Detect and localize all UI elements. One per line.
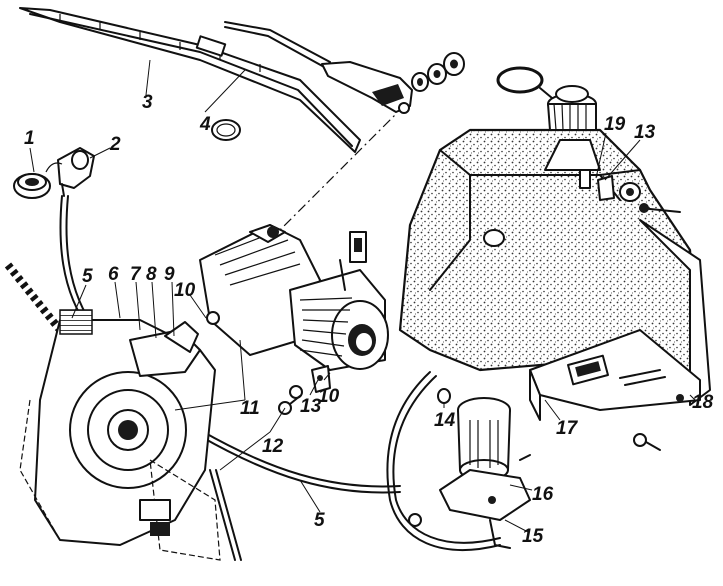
grommet-part-1 — [13, 173, 51, 199]
callout-8: 8 — [146, 264, 157, 285]
callout-6: 6 — [108, 264, 119, 285]
callout-16: 16 — [532, 484, 554, 505]
wiper-arm — [224, 21, 413, 114]
callout-11: 11 — [240, 398, 260, 419]
callout-10-right: 10 — [318, 386, 340, 407]
gearbox-assembly — [4, 262, 242, 561]
callout-14: 14 — [434, 410, 456, 431]
callout-labels: 1 2 3 4 5 5 6 7 8 9 10 10 11 12 13 13 14… — [24, 92, 714, 547]
callout-15: 15 — [522, 526, 544, 547]
callout-13-tank: 13 — [634, 122, 656, 143]
leader-lines — [29, 59, 696, 533]
arm-washers — [411, 52, 465, 92]
callout-4: 4 — [199, 114, 211, 135]
callout-12: 12 — [262, 436, 284, 457]
wiper-motor — [199, 119, 389, 415]
washer-nozzle-part-2 — [45, 147, 95, 197]
callout-17: 17 — [556, 418, 579, 439]
wiper-blade — [19, 7, 361, 153]
callout-19: 19 — [604, 114, 626, 135]
callout-5-lower: 5 — [314, 510, 325, 531]
callout-3: 3 — [142, 92, 153, 113]
callout-5-upper: 5 — [82, 266, 93, 287]
callout-2: 2 — [109, 134, 121, 155]
hose-lower-edge — [199, 435, 401, 494]
washer-pump — [408, 388, 531, 549]
hose-tank — [386, 371, 501, 551]
hose-tank-edge — [392, 375, 501, 544]
callout-7: 7 — [130, 264, 142, 285]
callout-13-motor: 13 — [300, 396, 322, 417]
callout-10-left: 10 — [174, 280, 196, 301]
callout-9: 9 — [164, 264, 175, 285]
hose-lower — [199, 429, 401, 488]
callout-18: 18 — [692, 392, 714, 413]
tank-bracket — [529, 329, 701, 451]
axis-line — [269, 114, 396, 241]
callout-1: 1 — [24, 128, 35, 149]
